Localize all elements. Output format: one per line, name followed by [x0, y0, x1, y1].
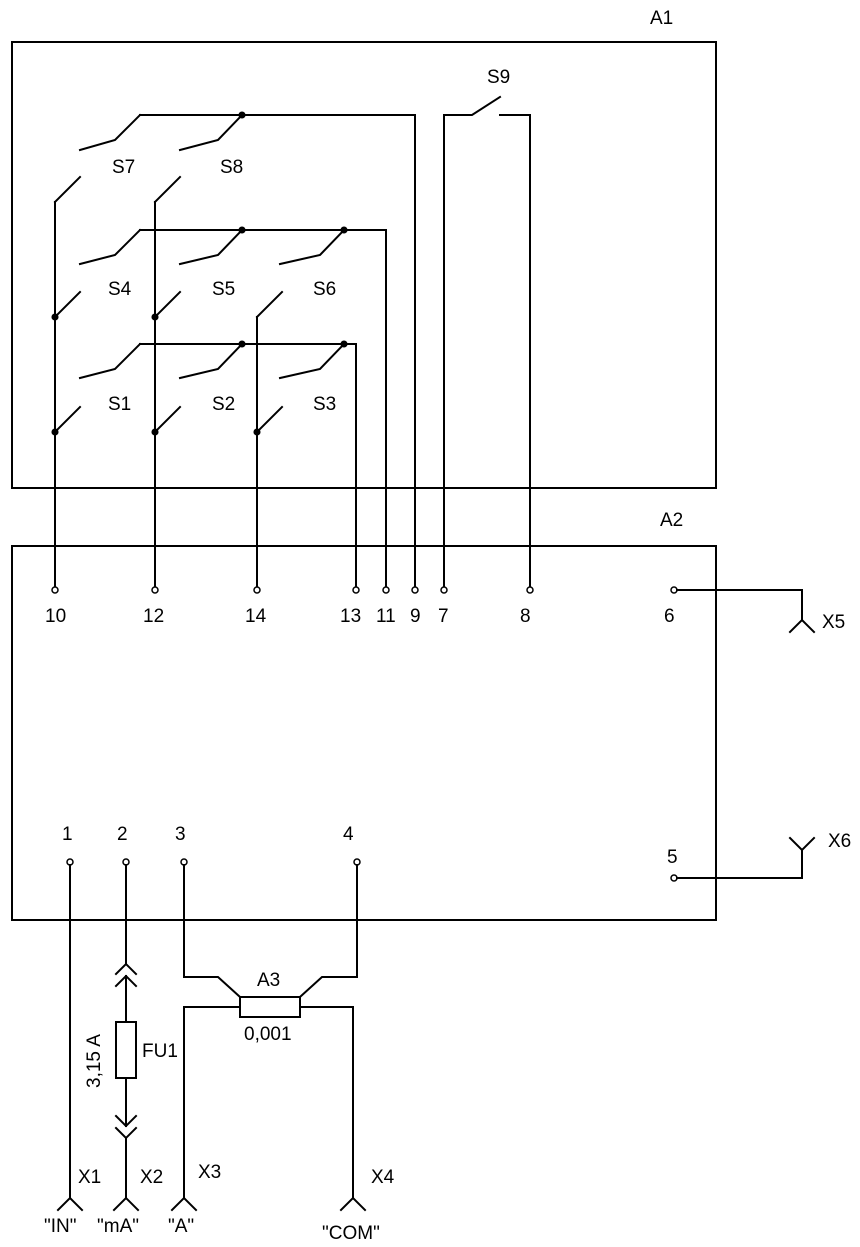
pin-12-label: 12: [143, 606, 164, 627]
terminal-in-label: "IN": [44, 1216, 77, 1237]
shunt-a3: A3 0,001: [183, 864, 358, 1199]
pin-9-label: 9: [410, 606, 421, 627]
pin-11-label: 11: [376, 606, 396, 627]
shunt-value-label: 0,001: [244, 1024, 292, 1045]
pin-3-label: 3: [175, 824, 186, 845]
connector-x3: X3 "A": [168, 1162, 221, 1237]
connector-x5: X5: [676, 589, 845, 634]
switch-s6: S6: [255, 228, 346, 319]
pin-8-label: 8: [520, 606, 531, 627]
switch-s4: S4: [53, 228, 142, 319]
pin-14-label: 14: [245, 606, 267, 627]
pin-8: [526, 586, 534, 594]
pin-5-label: 5: [667, 847, 678, 868]
junction-dot: [151, 428, 159, 436]
shunt-a3-body: [239, 996, 301, 1018]
block-a2-label: A2: [660, 510, 683, 531]
switch-s7-label: S7: [112, 157, 135, 178]
switch-s1: S1: [53, 342, 142, 434]
switch-s8: S8: [153, 113, 244, 204]
block-a2-frame: [11, 545, 717, 921]
switch-s3-label: S3: [313, 394, 336, 415]
switch-s2-label: S2: [212, 394, 235, 415]
switch-s7: S7: [53, 113, 142, 204]
switch-s3: S3: [255, 342, 346, 434]
pin-1-label: 1: [62, 824, 73, 845]
connector-x3-label: X3: [198, 1162, 221, 1183]
pin-7-label: 7: [438, 606, 449, 627]
fuse-fu1-label: FU1: [142, 1041, 178, 1062]
connector-x2-label: X2: [140, 1167, 163, 1188]
terminal-a-label: "A": [168, 1216, 194, 1237]
terminal-com-label: "COM": [322, 1223, 380, 1244]
pin-11: [382, 586, 390, 594]
pin-14: [253, 586, 261, 594]
switch-s4-label: S4: [108, 279, 132, 300]
connector-x6-label: X6: [828, 831, 851, 852]
terminal-ma-label: "mA": [97, 1216, 139, 1237]
connector-x1: X1 "IN": [44, 864, 101, 1237]
junction-dot: [238, 111, 246, 119]
switch-s6-label: S6: [313, 279, 336, 300]
fuse-fu1: [115, 1021, 137, 1079]
connector-x2: FU1 3,15 A X2 "mA": [84, 864, 178, 1237]
row-bus-11: [139, 229, 387, 589]
pin-10: [51, 586, 59, 594]
pin-7: [440, 586, 448, 594]
junction-dot: [151, 313, 159, 321]
switch-s1-label: S1: [108, 394, 131, 415]
pin-9: [411, 586, 419, 594]
row-bus-9: [139, 114, 416, 589]
shunt-a3-label: A3: [257, 970, 280, 991]
pin-6-label: 6: [664, 606, 675, 627]
junction-dot: [340, 340, 348, 348]
row-bus-13: [139, 343, 357, 589]
junction-dot: [51, 428, 59, 436]
junction-dot: [253, 428, 261, 436]
connector-x4: X4 "COM": [322, 1167, 395, 1244]
junction-dot: [340, 226, 348, 234]
pin-4-label: 4: [343, 824, 354, 845]
pin-2-label: 2: [117, 824, 128, 845]
pin-13: [352, 586, 360, 594]
connector-x5-label: X5: [822, 612, 845, 633]
pin-10-label: 10: [45, 606, 66, 627]
switch-s9: S9: [443, 67, 531, 589]
connector-x6: X6: [676, 831, 851, 879]
pin-12: [151, 586, 159, 594]
junction-dot: [238, 340, 246, 348]
switch-s2: S2: [153, 342, 244, 434]
switch-s5: S5: [153, 228, 244, 319]
block-a1-frame: [11, 41, 717, 489]
fuse-rating-label: 3,15 A: [84, 1034, 105, 1088]
switch-s5-label: S5: [212, 279, 235, 300]
junction-dot: [238, 226, 246, 234]
junction-dot: [51, 313, 59, 321]
switch-s9-label: S9: [487, 67, 510, 88]
switch-s8-label: S8: [220, 157, 243, 178]
connector-x1-label: X1: [78, 1167, 101, 1188]
pin-13-label: 13: [340, 606, 361, 627]
connector-x4-label: X4: [371, 1167, 395, 1188]
block-a1-label: A1: [650, 8, 673, 29]
